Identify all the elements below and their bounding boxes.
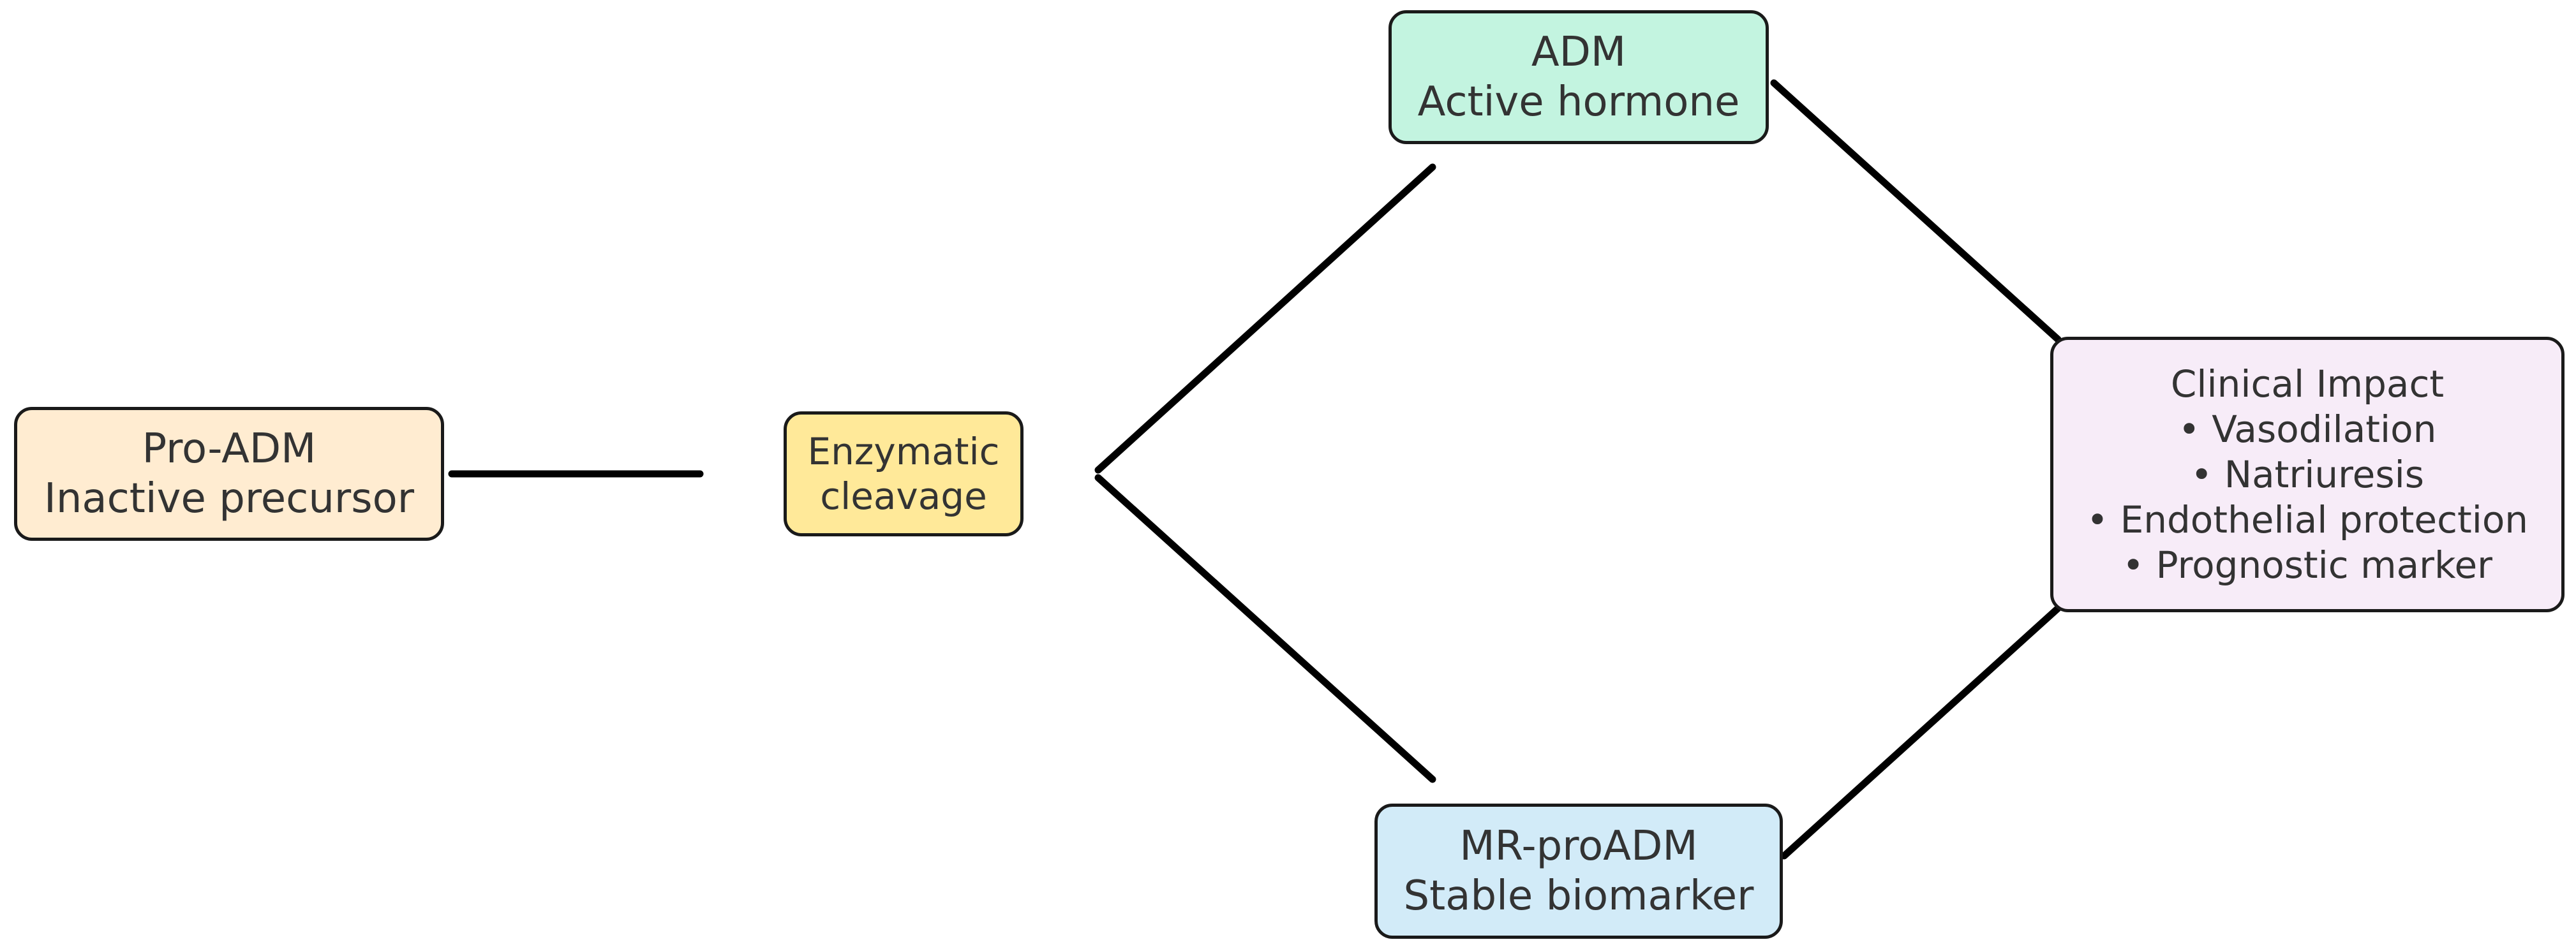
edge-cleavage-to-adm bbox=[1094, 163, 1436, 474]
cleavage-label-line-2: cleavage bbox=[820, 475, 987, 518]
adm-node: ADM Active hormone bbox=[1389, 10, 1769, 144]
pro-adm-node: Pro-ADM Inactive precursor bbox=[14, 407, 444, 541]
mr-proadm-node: MR-proADM Stable biomarker bbox=[1374, 804, 1783, 939]
edge-cleavage-to-mr-proadm bbox=[1094, 474, 1436, 783]
clinical-impact-item-vasodilation: • Vasodilation bbox=[2178, 407, 2437, 451]
clinical-impact-node: Clinical Impact • Vasodilation • Natriur… bbox=[2050, 337, 2565, 612]
cleavage-label-line-1: Enzymatic bbox=[807, 430, 1000, 473]
enzymatic-cleavage-node: Enzymatic cleavage bbox=[784, 411, 1024, 536]
mr-proadm-subtitle: Stable biomarker bbox=[1403, 872, 1754, 920]
edge-adm-to-clinical bbox=[1770, 79, 2062, 343]
edge-mr-proadm-to-clinical bbox=[1780, 605, 2062, 860]
mr-proadm-title: MR-proADM bbox=[1459, 823, 1698, 870]
clinical-impact-title: Clinical Impact bbox=[2170, 362, 2445, 406]
clinical-impact-item-natriuresis: • Natriuresis bbox=[2191, 452, 2424, 496]
clinical-impact-item-prognostic-marker: • Prognostic marker bbox=[2122, 543, 2493, 587]
adm-title: ADM bbox=[1531, 29, 1627, 76]
pro-adm-subtitle: Inactive precursor bbox=[43, 475, 415, 522]
adm-subtitle: Active hormone bbox=[1417, 78, 1740, 126]
pro-adm-title: Pro-ADM bbox=[142, 425, 316, 473]
clinical-impact-item-endothelial-protection: • Endothelial protection bbox=[2086, 497, 2529, 541]
